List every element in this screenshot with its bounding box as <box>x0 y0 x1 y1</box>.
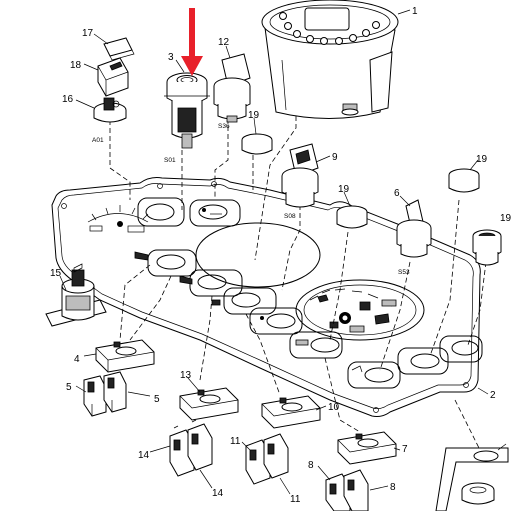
contact-block-part-10 <box>261 395 321 429</box>
callout-4: 4 <box>74 354 80 365</box>
code-s53: S53 <box>398 269 410 276</box>
contact-block-part-14 <box>169 419 213 477</box>
cap-part-19-c <box>448 168 480 193</box>
callout-12: 12 <box>218 37 230 48</box>
contact-block-part-5 <box>83 371 127 417</box>
display-cutout <box>195 222 321 288</box>
base-part-16 <box>93 97 127 123</box>
callout-labels: 1 17 3 12 18 16 19 9 19 6 19 19 15 4 5 5… <box>50 6 512 505</box>
instrument-dial <box>295 279 425 341</box>
callout-9: 9 <box>332 152 338 163</box>
bracket-part-2 <box>435 447 509 511</box>
code-s01: S01 <box>164 157 176 164</box>
cap-part-17 <box>103 37 135 61</box>
callout-10: 10 <box>328 402 340 413</box>
callout-19-a: 19 <box>248 110 260 121</box>
knob-part-18 <box>97 57 129 97</box>
callout-5-a: 5 <box>66 382 72 393</box>
callout-1: 1 <box>412 6 418 17</box>
callout-19-c: 19 <box>476 154 488 165</box>
callout-7: 7 <box>402 444 408 455</box>
contact-block-part-7 <box>337 431 397 465</box>
nut-part-21 <box>461 482 495 505</box>
callout-18: 18 <box>70 60 82 71</box>
component-codes: A01 S01 S36 S08 S53 <box>92 123 410 276</box>
callout-5-b: 5 <box>154 394 160 405</box>
contact-block-part-8 <box>325 469 369 511</box>
callout-17: 17 <box>82 28 94 39</box>
callout-14-a: 14 <box>138 450 150 461</box>
callout-8-a: 8 <box>308 460 314 471</box>
callout-13: 13 <box>180 370 192 381</box>
selector-switch-s08 <box>281 143 319 208</box>
callout-3: 3 <box>168 52 174 63</box>
contact-block-part-4 <box>95 339 155 373</box>
callout-19-d: 19 <box>500 213 512 224</box>
cap-part-19-d <box>472 229 502 266</box>
code-a01: A01 <box>92 137 104 144</box>
callout-19-b: 19 <box>338 184 350 195</box>
callout-14-b: 14 <box>212 488 224 499</box>
selector-switch-s53 <box>396 199 432 258</box>
plate-dial <box>87 205 149 233</box>
code-s36: S36 <box>218 123 230 130</box>
potentiometer-part-15 <box>45 263 107 327</box>
callout-11-a: 11 <box>230 436 241 447</box>
callout-8-b: 8 <box>390 482 396 493</box>
callout-15: 15 <box>50 268 62 279</box>
callout-2: 2 <box>490 390 496 401</box>
leader-lines <box>59 9 507 495</box>
red-indicator-arrow <box>181 8 203 76</box>
cap-part-19-b <box>336 205 368 229</box>
contact-block-part-11 <box>245 433 289 485</box>
callout-16: 16 <box>62 94 74 105</box>
code-s08: S08 <box>284 213 296 220</box>
display-module <box>261 0 399 119</box>
contact-block-part-13 <box>179 387 239 421</box>
callout-6: 6 <box>394 188 400 199</box>
selector-switch-s36 <box>213 53 251 123</box>
cap-part-19-a <box>241 133 273 155</box>
callout-11-b: 11 <box>290 494 301 505</box>
key-switch-s01 <box>164 72 210 149</box>
